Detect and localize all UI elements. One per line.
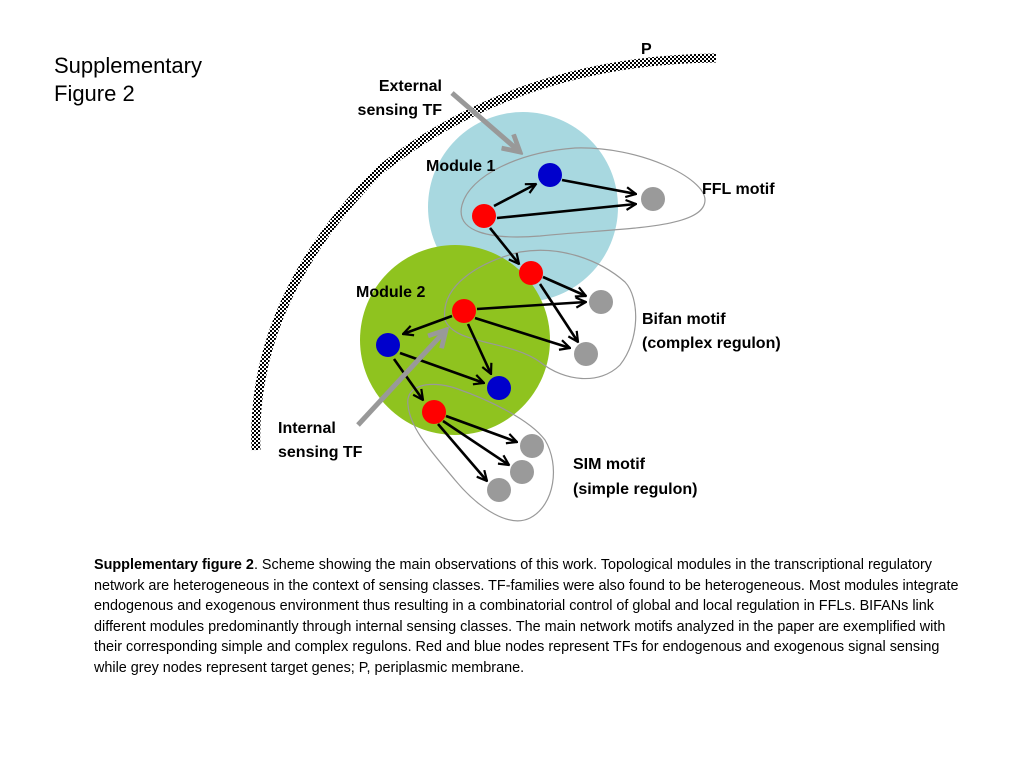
external-tf-label-line2: sensing TF: [358, 102, 443, 119]
node-sim-grey-target-3: [487, 478, 511, 502]
node-ffl-grey-target: [641, 187, 665, 211]
edge-ffl-red-blue: [493, 182, 536, 208]
bifan-motif-label-line2: (complex regulon): [642, 335, 781, 352]
edge-bifan-red2-grey2: [474, 316, 570, 348]
edge-red2-blue-bottom: [466, 323, 491, 374]
sim-motif-label-line1: SIM motif: [573, 456, 646, 473]
node-sim-grey-target-1: [520, 434, 544, 458]
edge-ffl-blue-grey: [561, 178, 636, 194]
module2-label: Module 2: [356, 284, 425, 301]
figure-caption: Supplementary figure 2. Scheme showing t…: [94, 555, 964, 678]
edge-red2-blue-left: [403, 314, 453, 334]
bifan-motif-outline: [444, 249, 637, 380]
node-sim-grey-target-2: [510, 460, 534, 484]
periplasmic-membrane: [251, 53, 717, 451]
ffl-motif-outline: [460, 147, 706, 238]
edge-blue-left-blue-bottom: [399, 351, 484, 383]
internal-tf-label-line2: sensing TF: [278, 444, 363, 461]
node-blue-tf-bottom: [487, 376, 511, 400]
edge-sim-grey2: [442, 419, 509, 465]
edge-sim-grey1: [445, 414, 517, 442]
edge-sim-grey3: [437, 423, 487, 481]
caption-title: Supplementary figure 2: [94, 557, 254, 573]
node-bifan-red-tf-1: [519, 261, 543, 285]
bifan-motif-label-line1: Bifan motif: [642, 311, 726, 328]
network-diagram: P External sensing TF Module: [251, 41, 781, 522]
internal-tf-label-line1: Internal: [278, 420, 336, 437]
ffl-motif-label: FFL motif: [702, 181, 775, 198]
sim-motif-label-line2: (simple regulon): [573, 481, 697, 498]
node-sim-red-tf: [422, 400, 446, 424]
external-tf-label-line1: External: [379, 78, 442, 95]
slide-title-line1: Supplementary: [54, 53, 202, 78]
caption-text: . Scheme showing the main observations o…: [94, 557, 959, 676]
node-ffl-red-tf: [472, 204, 496, 228]
edge-bifan-red1-grey1: [542, 275, 586, 296]
external-tf-pointer: [450, 91, 520, 152]
edge-ffl-red-grey: [496, 204, 636, 220]
node-bifan-grey-target-1: [589, 290, 613, 314]
node-ffl-blue-tf: [538, 163, 562, 187]
module1-label: Module 1: [426, 158, 495, 175]
node-bifan-red-tf-2: [452, 299, 476, 323]
membrane-label: P: [641, 41, 652, 58]
slide-title: Supplementary Figure 2: [54, 52, 202, 108]
internal-tf-pointer: [356, 330, 446, 427]
node-blue-tf-left: [376, 333, 400, 357]
sim-motif-outline: [407, 383, 554, 522]
edge-blue-left-sim-red: [392, 358, 423, 400]
edge-ffl-red-bifan-red: [488, 227, 519, 264]
edge-bifan-red2-grey1: [476, 302, 586, 311]
edge-bifan-red1-grey2: [538, 283, 578, 342]
node-bifan-grey-target-2: [574, 342, 598, 366]
slide-title-line2: Figure 2: [54, 81, 135, 106]
